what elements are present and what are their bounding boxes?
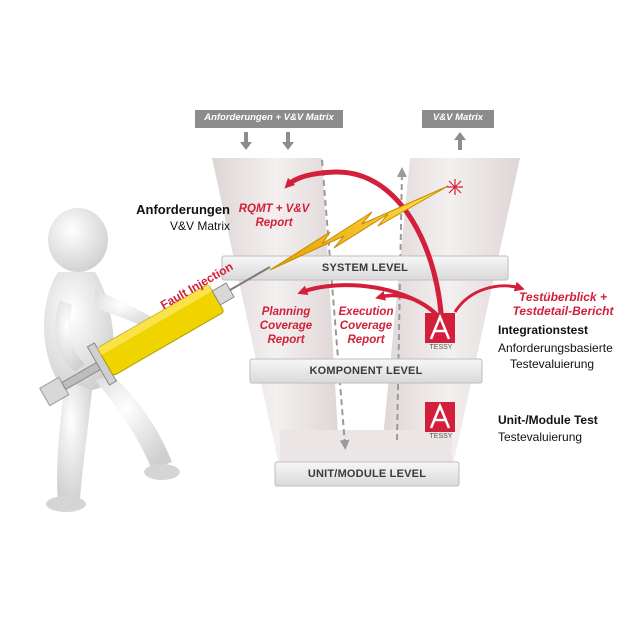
left-label-title: Anforderungen	[136, 202, 230, 217]
system-level-label: SYSTEM LEVEL	[321, 262, 409, 274]
planning-line-1: Planning	[261, 306, 311, 318]
komponent-level-label: KOMPONENT LEVEL	[309, 365, 423, 377]
unit-test-title: Unit-/Module Test	[498, 413, 598, 427]
spark-icon	[447, 179, 463, 195]
execution-line-2: Coverage	[339, 320, 393, 332]
rqmt-line-2: Report	[255, 217, 293, 229]
header-left-label: Anforderungen + V&V Matrix	[204, 112, 334, 123]
left-label-subtitle: V&V Matrix	[169, 219, 230, 233]
rqmt-line-1: RQMT + V&V	[238, 203, 310, 215]
left-funnel-arm	[212, 158, 340, 470]
syringe	[39, 266, 271, 407]
komponent-level-bar	[249, 358, 483, 384]
figure-character	[44, 208, 180, 512]
integration-line-2: Testevaluierung	[510, 357, 595, 371]
tessy-logo-integration-icon	[425, 313, 455, 343]
testueberblick-line-2: Testdetail-Bericht	[512, 304, 614, 318]
testueberblick-line-1: Testüberblick +	[519, 290, 607, 304]
header-bar-right	[422, 110, 494, 128]
rqmt-report-label: RQMT + V&V Report	[230, 202, 318, 230]
lightning-bolt-icon	[269, 185, 449, 271]
unit-test-line-1: Testevaluierung	[498, 430, 583, 444]
unit-level-bar	[274, 461, 460, 487]
testueberblick-label: Testüberblick + Testdetail-Bericht	[502, 290, 624, 318]
integration-line-1: Anforderungsbasierte	[498, 341, 613, 355]
down-arrow-1-icon	[240, 132, 252, 150]
funnel-bottom	[280, 430, 452, 470]
execution-report-label: Execution Coverage Report	[330, 305, 402, 347]
dashed-up-arrow	[396, 167, 407, 441]
planning-report-label: Planning Coverage Report	[250, 305, 322, 347]
down-arrow-2-icon	[282, 132, 294, 150]
execution-line-1: Execution	[338, 306, 394, 318]
planning-line-2: Coverage	[259, 320, 313, 332]
dashed-down-arrow	[321, 159, 350, 450]
header-bar-left	[195, 110, 343, 128]
tessy-label-integration: TESSY	[429, 344, 453, 351]
unit-level-label: UNIT/MODULE LEVEL	[307, 468, 427, 480]
up-arrow-icon	[454, 132, 466, 150]
execution-line-3: Report	[347, 334, 385, 346]
header-right-label: V&V Matrix	[432, 112, 484, 123]
tessy-logo-unit-icon	[425, 402, 455, 432]
planning-line-3: Report	[267, 334, 305, 346]
rqmt-report-arrow	[284, 169, 445, 331]
integration-title: Integrationstest	[498, 323, 589, 337]
testueberblick-arrow	[453, 281, 525, 313]
tessy-label-unit: TESSY	[429, 433, 453, 440]
